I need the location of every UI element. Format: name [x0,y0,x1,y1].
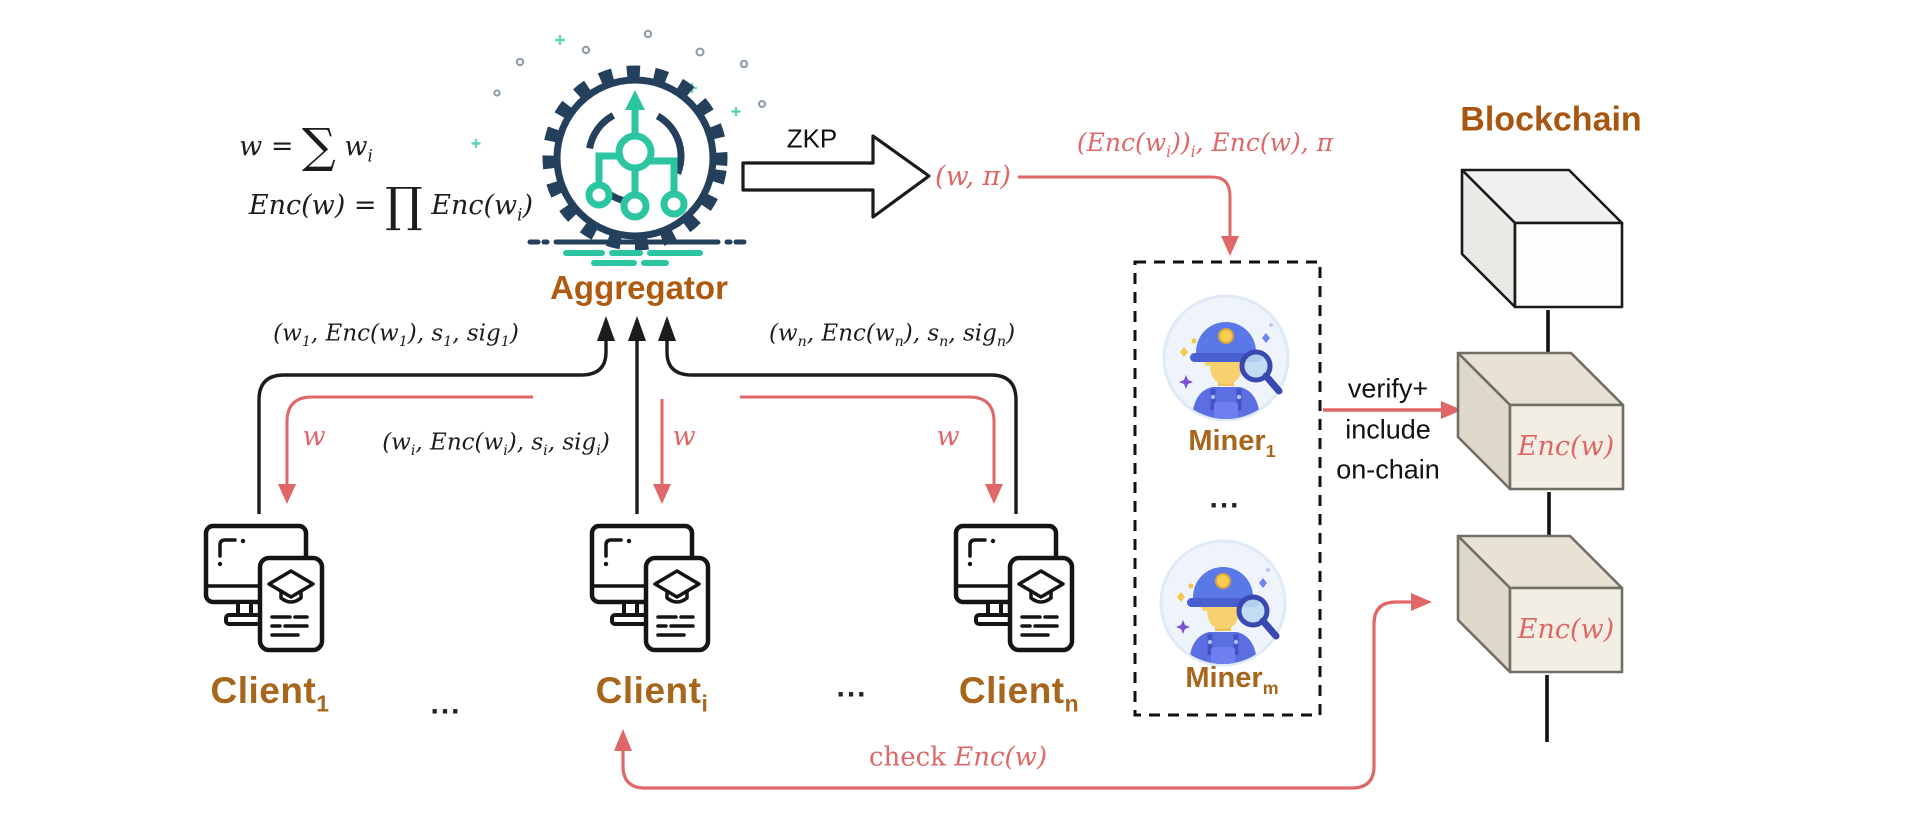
w-pi-label: (w, π) [935,161,1011,193]
formula-product: Enc(w) = ∏ Enc(wi) [248,178,534,234]
blockchain-title: Blockchain [1460,100,1642,139]
verify-include-onchain-label: verify+ include on-chain [1336,373,1440,485]
formula-sum: w = ∑ wi [239,119,373,175]
client-i-label: Clienti [595,670,709,717]
blockchain-block-3 [1456,534,1624,674]
arrow-clientn-to-aggregator [665,339,1018,514]
w-broadcast-arrows [278,395,1003,504]
miner-1-avatar [1164,296,1288,422]
w-label-left: w [302,421,326,453]
zkp-block-arrow [741,134,931,219]
arrow-w-to-clientn [740,395,996,486]
blockchain-block-1 [1460,168,1624,309]
tuple-clienti-label: (wi, Enc(wi), si, sigi) [382,429,610,459]
arrow-client1-to-aggregator [257,339,608,514]
block-2-encw-label: Enc(w) [1517,431,1615,463]
client-n-icon [956,526,1072,650]
client-i-icon [592,526,708,650]
client-1-icon [206,526,322,650]
arrow-proof-to-miners [1018,175,1239,256]
zkp-label: ZKP [786,123,838,154]
aggregator-title: Aggregator [550,268,728,306]
dots-clients-right: ... [836,670,868,704]
client-1-label: Client1 [210,670,330,717]
client-n-label: Clientn [958,670,1080,717]
aggregator-gear-icon [471,29,766,266]
check-encw-label: check Enc(w) [868,742,1048,773]
blockchain-block-2 [1456,351,1625,491]
tuple-clientn-label: (wn, Enc(wn), sn, sign) [768,320,1016,350]
client-upload-arrows [257,316,1018,514]
arrow-verify-include [1323,401,1462,419]
miner-1-label: Miner1 [1188,425,1276,462]
arrow-w-to-client1 [285,395,533,486]
dots-clients-left: ... [430,687,462,721]
dots-miners: ... [1209,481,1241,515]
block-3-encw-label: Enc(w) [1517,614,1615,646]
miner-m-avatar [1161,541,1285,667]
w-label-middle: w [672,421,696,453]
enc-tuple-label: (Enc(wi))i, Enc(w), π [1076,128,1334,161]
w-label-right: w [936,421,960,453]
miner-m-label: Minerm [1185,662,1279,699]
arrow-check-encw [614,593,1432,790]
tuple-client1-label: (w1, Enc(w1), s1, sig1) [273,320,519,350]
